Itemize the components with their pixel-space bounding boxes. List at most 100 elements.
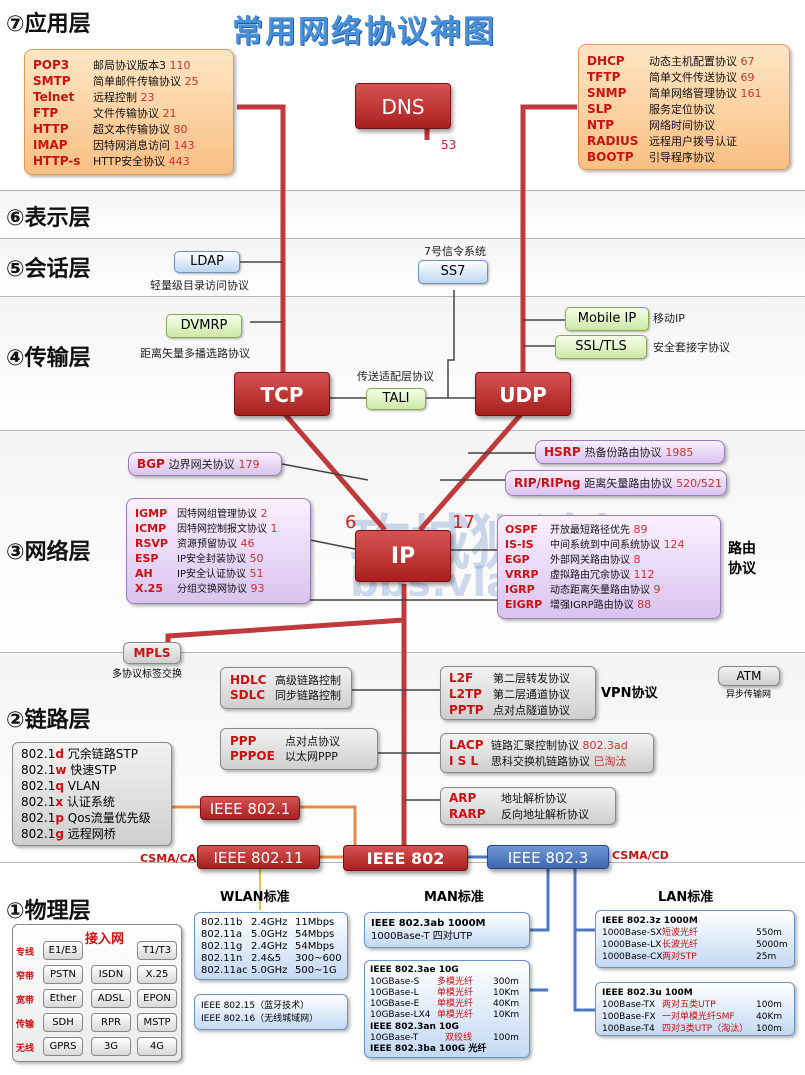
protocol-port: 25 [181,75,199,88]
tali-desc: 传送适配层协议 [357,370,434,383]
man1-header: IEEE 802.3ab 1000M [371,918,486,929]
wlan-rate: 300~600 [295,953,342,964]
protocol-desc: 反向地址解析协议 [501,808,589,821]
udp-box: UDP [475,372,571,416]
protocol-port: 1 [267,522,278,535]
protocol-name: DHCP [587,54,625,68]
wlan-frequency: 5.0GHz [251,929,288,940]
wlan-title: WLAN标准 [220,890,290,905]
protocol-name: ICMP [135,522,167,535]
lan-distance: 100m [756,1000,782,1010]
dot1-desc: 远程网桥 [63,827,116,841]
dot1-desc: VLAN [63,779,101,793]
protocol-port: 80 [170,123,188,136]
protocol-name: HTTP-s [33,154,81,168]
bgp-desc: 边界网关协议 [168,458,235,471]
access-title: 接入网 [85,932,125,947]
wlan-frequency: 2.4&5 [251,953,282,964]
vpn-label: VPN协议 [601,686,658,701]
access-tech: 3G [91,1037,131,1056]
lan-type: 1000Base-SX [602,928,662,938]
protocol-desc: 第二层通道协议 [493,688,570,701]
lan-medium: 两对STP [662,952,697,962]
hsrp-box: HSRP 热备份路由协议 1985 [535,440,725,464]
protocol-desc: 超文本传输协议 80 [93,123,188,136]
access-tech: SDH [43,1013,83,1032]
ssl-box: SSL/TLS [555,335,647,359]
lan-medium: 两对五类UTP [662,1000,716,1010]
dvmrp-desc: 距离矢量多播选路协议 [140,347,250,360]
mobileip-desc: 移动IP [653,312,685,325]
bgp-key: BGP [137,457,165,471]
ieee802-box: IEEE 802 [343,845,468,871]
wlan-standard: 802.11b [201,917,243,928]
dns-port: 53 [441,138,457,152]
protocol-name: RSVP [135,537,168,550]
access-tech: EPON [137,989,177,1008]
dot1-standard: 802.1 [21,747,56,761]
protocol-desc: 点对点协议 [285,735,340,748]
man2-header: IEEE 802.3ae 10G [370,965,459,975]
man1-box: IEEE 802.3ab 1000M 1000Base-T 四对UTP [364,912,530,948]
dot1-row: 802.1q VLAN [21,779,100,794]
rip-key: RIP/RIPng [514,476,581,490]
wpan-standard: IEEE 802.16（无线城域网） [201,1014,319,1024]
lan-medium: 一对单模光纤SMF [662,1012,735,1022]
wpan-box: IEEE 802.15（蓝牙技术）IEEE 802.16（无线城域网） [194,994,348,1030]
wlan-rate: 54Mbps [295,941,335,952]
wlan-rate: 54Mbps [295,929,335,940]
protocol-port: 67 [737,55,755,68]
protocol-desc: 同步链路控制 [275,689,341,702]
page-title: 常用网络协议神图 [232,14,496,50]
protocol-desc: 因特网消息访问 143 [93,139,195,152]
ldap-desc: 轻量级目录访问协议 [150,279,249,292]
protocol-name: PPP [230,734,257,748]
protocol-name: IGRP [505,583,535,596]
lan-medium: 短波光纤 [662,928,699,938]
man2-medium: 单模光纤 [437,988,474,998]
protocol-desc: 以太网PPP [285,750,338,763]
protocol-port: 124 [660,538,685,551]
tcp-label: TCP [260,383,304,407]
lan-type: 100Base-FX [602,1012,656,1022]
access-tech: Ether [43,989,83,1008]
protocol-desc: 远程用户拨号认证 [649,135,737,148]
protocol-port: 110 [166,59,191,72]
dot1-suffix: p [55,811,64,825]
protocol-desc: IP安全认证协议 51 [177,567,264,580]
protocol-desc: 网络时间协议 [649,119,715,132]
man2-distance: 100m [493,1033,519,1043]
protocol-name: IGMP [135,507,168,520]
access-category: 传输 [16,1020,35,1030]
ip-box: IP [355,530,451,582]
dns-label: DNS [381,95,425,119]
access-category: 无线 [16,1044,35,1054]
protocol-name: SDLC [230,688,266,702]
protocol-name: HTTP [33,122,69,136]
man2-distance: 10Km [493,988,520,998]
ss7-desc: 7号信令系统 [424,245,486,258]
man2-type: 10GBase-LX4 [370,1010,431,1020]
ieee8023-box: IEEE 802.3 [487,845,609,869]
wlan-standard: 802.11n [201,953,243,964]
wlan-rate: 500~1G [295,965,337,976]
protocol-desc: IP安全封装协议 50 [177,552,264,565]
dot1-suffix: w [55,763,67,777]
protocol-desc: 邮局协议版本3 110 [93,59,191,72]
layer-application: ⑦应用层 [6,12,91,37]
ip-label: IP [390,544,416,569]
protocol-port: 50 [245,552,264,565]
man2-medium: 双绞线 [445,1033,473,1043]
mpls-label: MPLS [133,646,171,660]
protocol-name: I S L [449,754,479,768]
protocol-desc: 资源预留协议 46 [177,537,255,550]
protocol-port: 161 [737,87,762,100]
protocol-name: VRRP [505,568,539,581]
man2-header-3: IEEE 802.3ba 100G 光纤 [370,1044,487,1054]
protocol-name: OSPF [505,523,538,536]
layer-network: ③网络层 [6,540,91,565]
lan-header: IEEE 802.3z 1000M [602,916,698,926]
protocol-desc: 简单网络管理协议 161 [649,87,762,100]
bgp-box: BGP 边界网关协议 179 [128,452,282,476]
